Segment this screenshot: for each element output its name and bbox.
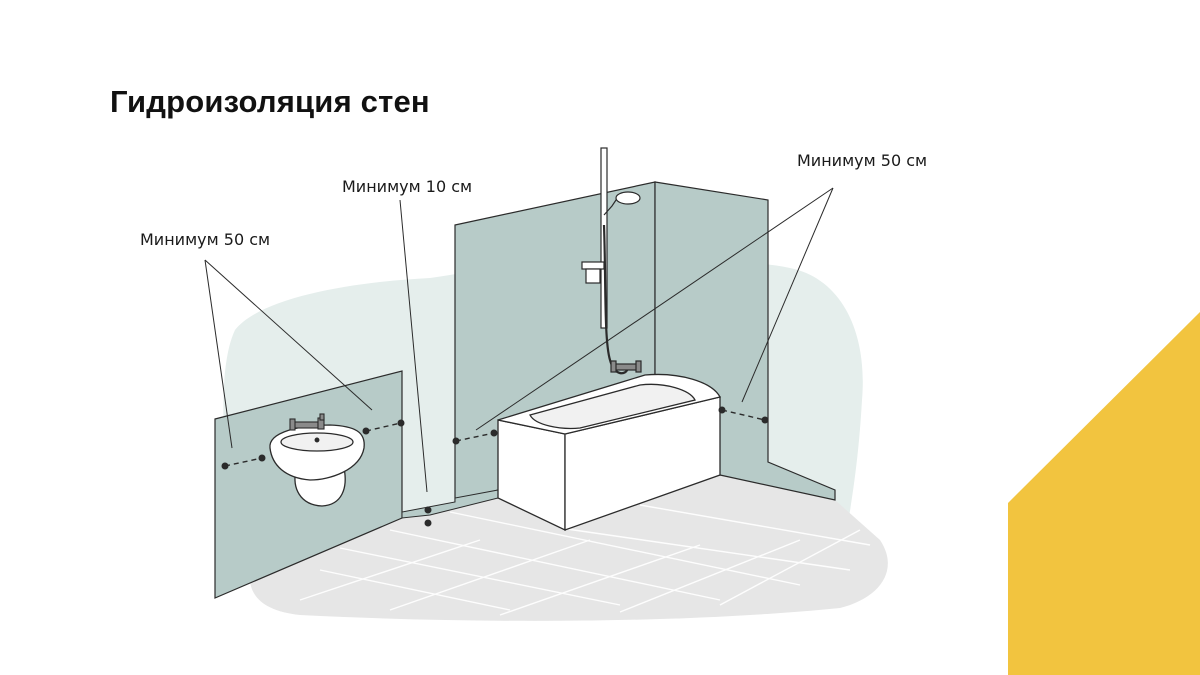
floor-tiles: [299, 504, 871, 616]
accent-corner: [1008, 312, 1200, 675]
label-middle-minimum: Минимум 10 см: [342, 177, 473, 196]
washbasin-icon: [269, 424, 365, 507]
shower-icon: [581, 147, 641, 375]
page-title: Гидроизоляция стен: [110, 84, 430, 119]
leader-lines: [204, 187, 834, 493]
bathtub-icon: [497, 373, 721, 532]
label-right-minimum: Минимум 50 см: [797, 151, 928, 170]
basin-faucet-icon: [289, 413, 325, 431]
boundary-marks: [221, 406, 769, 527]
faucet-icon: [610, 360, 642, 373]
label-left-minimum: Минимум 50 см: [140, 230, 271, 249]
